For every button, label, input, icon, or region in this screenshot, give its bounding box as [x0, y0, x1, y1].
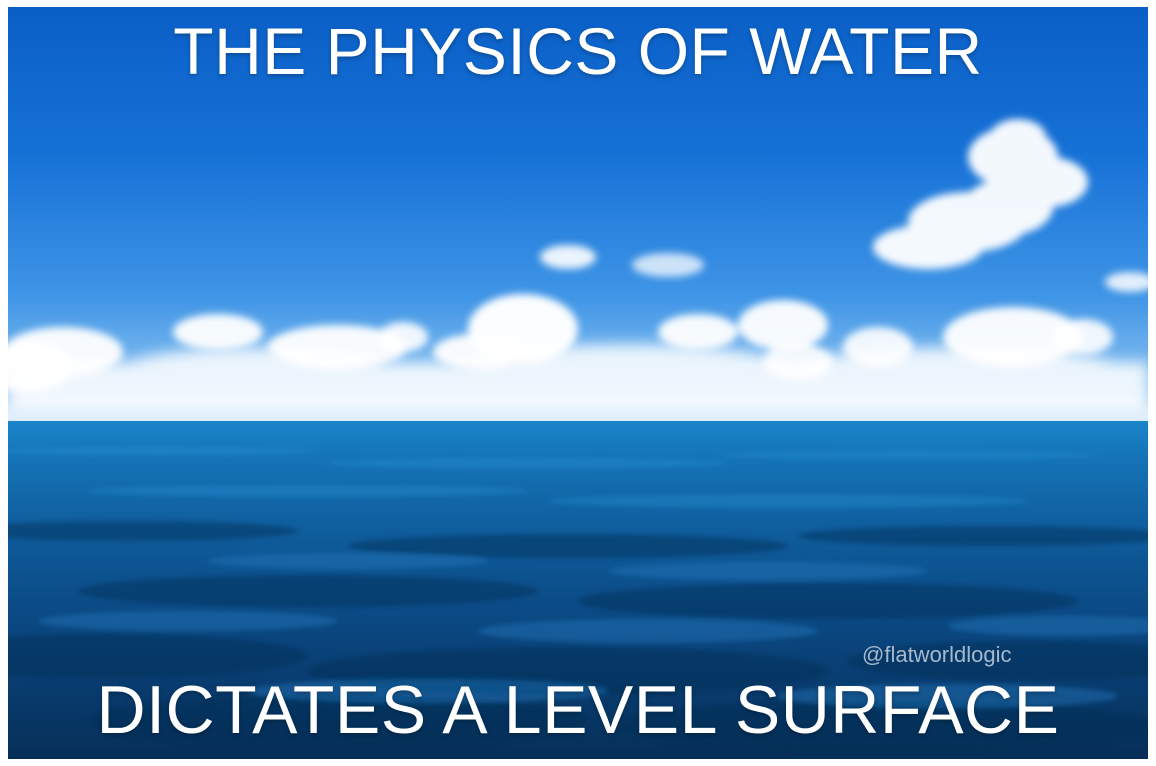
meme-top-text: THE PHYSICS OF WATER — [173, 14, 983, 88]
waves — [8, 447, 1148, 752]
meme-bottom-text: DICTATES A LEVEL SURFACE — [96, 672, 1060, 748]
sea — [8, 421, 1148, 759]
ocean-horizon-photo — [8, 7, 1148, 759]
horizon-glow — [8, 402, 1148, 424]
cloud-right-large — [873, 119, 1088, 269]
clouds — [8, 119, 1148, 417]
watermark-handle: @flatworldlogic — [862, 642, 1012, 667]
